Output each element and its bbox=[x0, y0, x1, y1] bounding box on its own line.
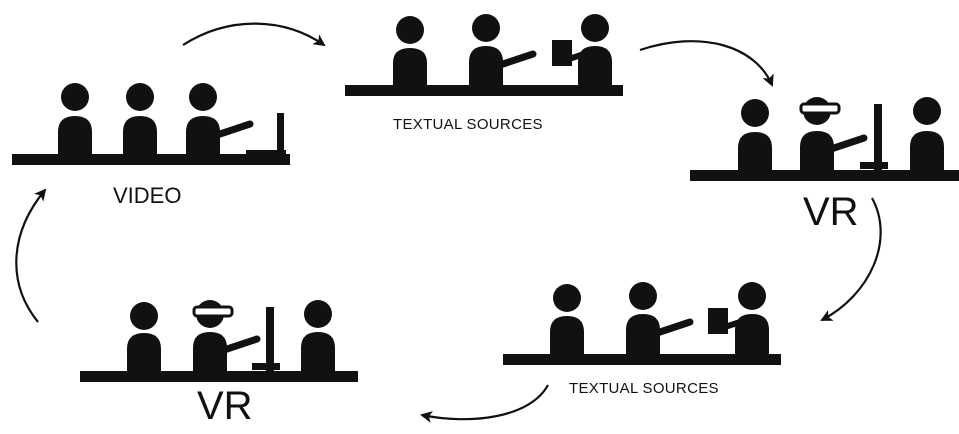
table bbox=[80, 371, 358, 382]
table bbox=[12, 154, 290, 165]
person-with-book-icon bbox=[708, 282, 769, 357]
arrow-textual-top-to-vr-right bbox=[639, 40, 774, 87]
station-textual-sources-bottom bbox=[503, 282, 781, 365]
person-icon bbox=[910, 97, 944, 173]
arrow-vr-right-to-textual-bottom bbox=[820, 197, 882, 321]
flow-arrows bbox=[15, 22, 882, 423]
table bbox=[503, 354, 781, 365]
station-vr-right bbox=[690, 97, 959, 181]
person-icon bbox=[58, 83, 92, 157]
station-textual-sources-top bbox=[345, 14, 623, 96]
person-with-vr-headset-icon bbox=[799, 97, 868, 173]
book-icon bbox=[708, 308, 728, 334]
vr-headset-icon bbox=[799, 102, 841, 115]
arrow-vr-left-to-video bbox=[15, 188, 47, 323]
station-vr-left bbox=[80, 300, 358, 382]
person-icon bbox=[123, 83, 157, 157]
textual-sources-label: TEXTUAL SOURCES bbox=[393, 116, 543, 133]
computer-icon bbox=[860, 104, 888, 170]
laptop-icon bbox=[246, 113, 286, 156]
person-icon bbox=[550, 284, 584, 357]
book-icon bbox=[552, 40, 572, 66]
table bbox=[345, 85, 623, 96]
person-icon bbox=[738, 99, 772, 173]
station-video bbox=[12, 83, 290, 165]
vr-label: VR bbox=[197, 384, 253, 428]
vr-headset-icon bbox=[192, 305, 234, 318]
person-icon bbox=[301, 300, 335, 374]
person-pointing-icon bbox=[186, 83, 254, 157]
table bbox=[690, 170, 959, 181]
person-icon bbox=[127, 302, 161, 374]
vr-label: VR bbox=[803, 190, 859, 234]
person-pointing-icon bbox=[626, 282, 694, 357]
textual-sources-label: TEXTUAL SOURCES bbox=[569, 380, 719, 397]
computer-icon bbox=[252, 307, 280, 371]
video-label: VIDEO bbox=[113, 183, 182, 208]
arrow-video-to-textual-top bbox=[182, 22, 326, 47]
arrow-textual-bottom-to-vr-left bbox=[420, 384, 549, 423]
person-with-vr-headset-icon bbox=[192, 300, 261, 374]
person-with-book-icon bbox=[552, 14, 612, 88]
person-pointing-icon bbox=[469, 14, 537, 88]
person-icon bbox=[393, 16, 427, 88]
